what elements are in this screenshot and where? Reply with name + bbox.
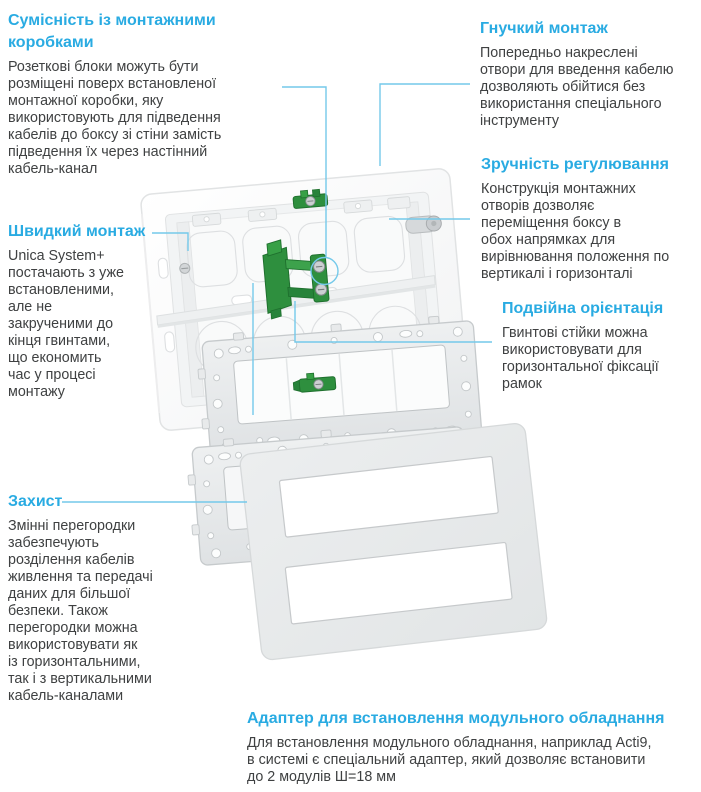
callout-body: Попередньо накреслені отвори для введенн… [480, 45, 674, 129]
callout-dual-orientation: Подвійна орієнтація Гвинтові стійки можн… [502, 298, 694, 393]
callout-title: Подвійна орієнтація [502, 300, 664, 317]
cable-clamp-top [292, 188, 329, 209]
callout-protection: Захист Змінні перегородки забезпечують р… [8, 491, 193, 705]
leader-lines [62, 83, 492, 503]
callout-flexible-mounting: Гнучкий монтаж Попередньо накреслені отв… [480, 18, 698, 130]
cover-plate [239, 423, 548, 661]
screw-post-right [405, 215, 442, 234]
callout-body: Розеткові блоки можуть бути розміщені по… [8, 59, 222, 177]
callout-body: Для встановлення модульного обладнання, … [247, 735, 652, 785]
cover-plate-window-bottom [284, 541, 513, 625]
callout-body: Unica System+ постачають з уже встановле… [8, 248, 124, 400]
callout-title: Адаптер для встановлення модульного обла… [247, 710, 665, 727]
cable-separator-clamp [262, 239, 330, 320]
callout-title: Сумісність із монтажними коробками [8, 12, 216, 51]
highlight-circle [310, 256, 339, 286]
callout-adjustment: Зручність регулювання Конструкція монтаж… [481, 154, 701, 283]
leader-flexible [379, 83, 470, 166]
mounting-frame-upper [197, 315, 483, 460]
callout-title: Гнучкий монтаж [480, 20, 608, 37]
callout-body: Гвинтові стійки можна використовувати дл… [502, 325, 659, 392]
partition-shelf [156, 275, 436, 328]
callout-body: Конструкція монтажних отворів дозволяє п… [481, 181, 670, 282]
callout-title: Зручність регулювання [481, 156, 669, 173]
callout-quick-mounting: Швидкий монтаж Unica System+ постачають … [8, 221, 173, 401]
cover-plate-window-top [278, 455, 499, 538]
frame-fixing-holes [212, 326, 472, 453]
mounting-tabs [191, 196, 411, 227]
leader-compat [282, 86, 327, 257]
frame-edge-tabs [197, 315, 440, 430]
callout-compatibility: Сумісність із монтажними коробками Розет… [8, 10, 260, 178]
callout-title: Швидкий монтаж [8, 223, 146, 240]
preinstalled-screw-left [179, 262, 191, 274]
leader-dual [294, 301, 492, 343]
cable-clamp-frame [292, 372, 337, 393]
callout-modular-adapter: Адаптер для встановлення модульного обла… [247, 708, 697, 786]
callout-title: Захист [8, 493, 63, 510]
frame-edge-tabs [187, 429, 332, 536]
callout-body: Змінні перегородки забезпечують розділен… [8, 518, 153, 704]
leader-quick [152, 232, 189, 251]
